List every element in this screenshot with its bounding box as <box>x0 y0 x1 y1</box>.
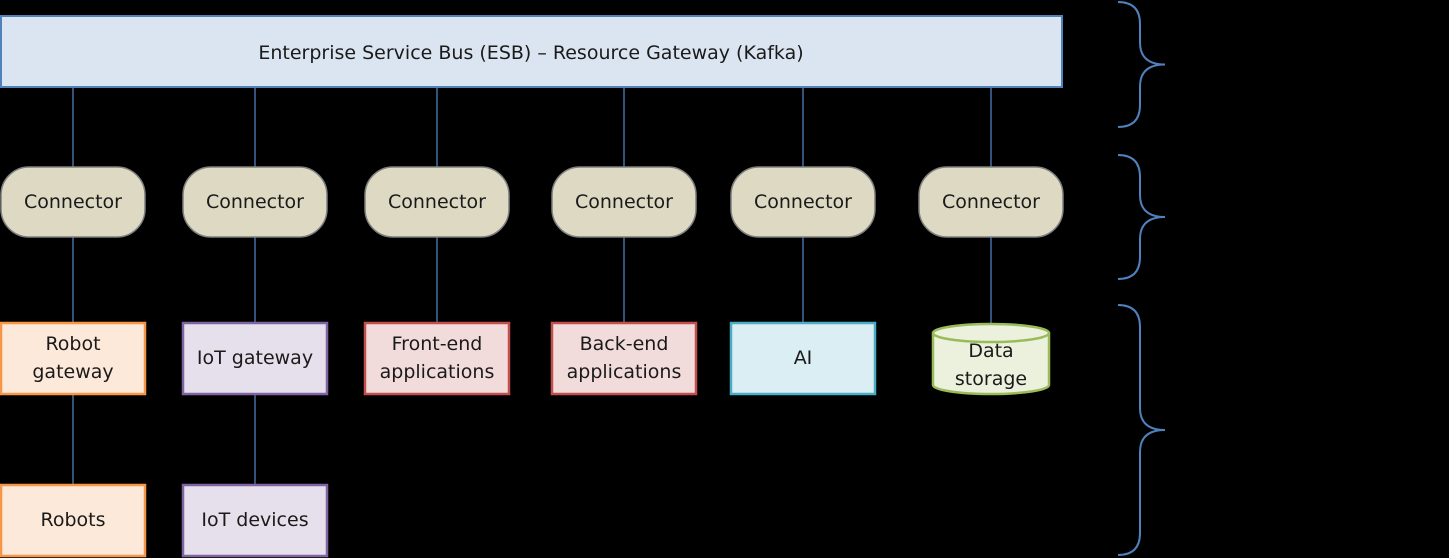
connector-label-3: Connector <box>388 191 486 213</box>
connector-2 <box>182 166 328 238</box>
iot-gateway-box <box>181 321 329 396</box>
connector-3 <box>364 166 510 238</box>
connector-label-5: Connector <box>754 191 852 213</box>
brace-resource-layer <box>1117 304 1166 556</box>
connector-4 <box>551 166 697 238</box>
esb-label: Enterprise Service Bus (ESB) – Resource … <box>258 42 803 64</box>
robots-label: Robots <box>40 509 105 531</box>
connector-label-1: Connector <box>24 191 122 213</box>
brace-connector-layer <box>1117 154 1166 280</box>
robots-box <box>0 483 147 558</box>
connector-6 <box>918 166 1064 238</box>
robot-gateway-label-1: Robot <box>45 333 100 355</box>
front-end-applications-label-2: applications <box>380 361 495 383</box>
connector-1 <box>0 166 146 238</box>
connector-label-6: Connector <box>942 191 1040 213</box>
ai-box <box>729 321 877 396</box>
data-storage-cylinder-rim <box>931 332 1051 344</box>
esb-bar <box>0 15 1063 88</box>
brace-esb-layer <box>1117 1 1166 128</box>
data-storage-label-1: Data <box>968 340 1013 362</box>
front-end-applications-box <box>363 321 511 396</box>
connector-label-4: Connector <box>575 191 673 213</box>
back-end-applications-label-1: Back-end <box>580 333 669 355</box>
robot-gateway-box <box>0 321 147 396</box>
back-end-applications-label-2: applications <box>567 361 682 383</box>
iot-devices-label: IoT devices <box>201 509 308 531</box>
front-end-applications-label-1: Front-end <box>392 333 483 355</box>
robot-gateway-label-2: gateway <box>32 361 113 383</box>
data-storage-label-2: storage <box>955 368 1027 390</box>
iot-gateway-label-1: IoT gateway <box>197 347 313 369</box>
iot-devices-box <box>181 483 329 558</box>
connector-label-2: Connector <box>206 191 304 213</box>
back-end-applications-box <box>550 321 698 396</box>
ai-label-1: AI <box>794 347 813 369</box>
connector-5 <box>730 166 876 238</box>
